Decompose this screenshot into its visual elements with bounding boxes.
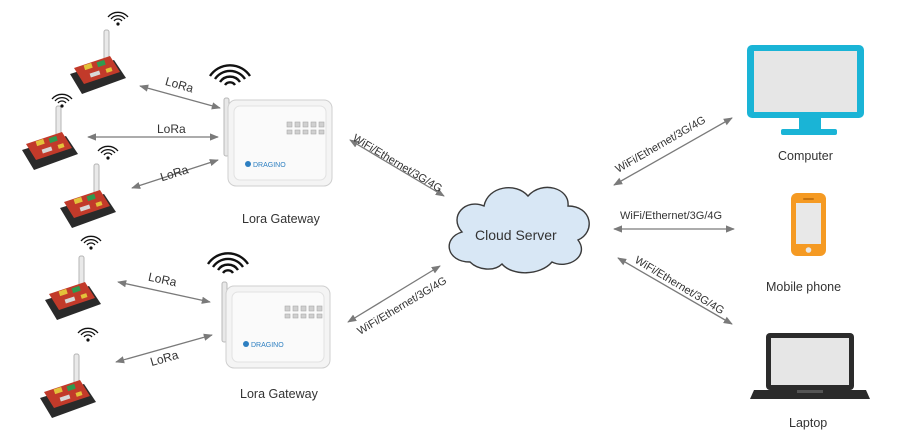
gateway-label-2: Lora Gateway [240, 387, 319, 401]
lora-node-2 [21, 93, 79, 171]
lora-node-4 [44, 235, 102, 321]
lora-label-5: LoRa [149, 348, 181, 369]
lora-node-3 [59, 145, 119, 229]
wifi-icon [107, 11, 129, 27]
gateway-2: DRAGINO [206, 252, 331, 369]
wan-label-laptop: WiFi/Ethernet/3G/4G [632, 254, 726, 317]
wan-label-phone: WiFi/Ethernet/3G/4G [620, 210, 722, 222]
wan-arrow-gateway-1 [349, 139, 445, 197]
wan-arrow-laptop [617, 257, 733, 325]
wifi-icon [97, 145, 119, 161]
wifi-icon [80, 235, 102, 251]
gateway-brand: DRAGINO [253, 162, 286, 169]
lora-label-3: LoRa [158, 162, 190, 184]
cloud-server: Cloud Server [448, 186, 590, 274]
lora-arrow-3 [131, 159, 219, 189]
client-label-laptop: Laptop [789, 416, 827, 430]
wan-label-gateway-2: WiFi/Ethernet/3G/4G [355, 275, 449, 338]
lora-node-1 [69, 11, 129, 95]
lora-arrow-4 [117, 280, 211, 304]
cloud-label: Cloud Server [475, 227, 557, 243]
lora-arrow-1 [139, 84, 221, 110]
wifi-icon [206, 252, 250, 275]
gateway-brand: DRAGINO [251, 342, 284, 349]
gateway-label-1: Lora Gateway [242, 212, 321, 226]
wifi-icon [51, 93, 73, 109]
wifi-icon [77, 327, 99, 343]
lora-label-1: LoRa [164, 74, 196, 95]
laptop-icon [750, 333, 870, 399]
client-label-computer: Computer [778, 149, 833, 163]
lora-node-5 [39, 327, 99, 419]
wan-label-computer: WiFi/Ethernet/3G/4G [614, 114, 708, 175]
monitor-icon [747, 45, 864, 135]
lora-labels: LoRa LoRa LoRa LoRa LoRa [147, 74, 195, 369]
gateway-1: DRAGINO [208, 64, 333, 187]
lora-links [87, 84, 221, 364]
lora-arrow-5 [115, 333, 213, 364]
phone-icon [791, 193, 826, 256]
wan-arrow-gateway-2 [347, 265, 441, 323]
wifi-icon [208, 64, 252, 87]
wan-label-gateway-1: WiFi/Ethernet/3G/4G [350, 132, 444, 195]
lora-label-2: LoRa [157, 122, 186, 136]
wan-arrow-computer [613, 117, 733, 186]
lora-label-4: LoRa [147, 270, 178, 290]
client-label-phone: Mobile phone [766, 280, 841, 294]
